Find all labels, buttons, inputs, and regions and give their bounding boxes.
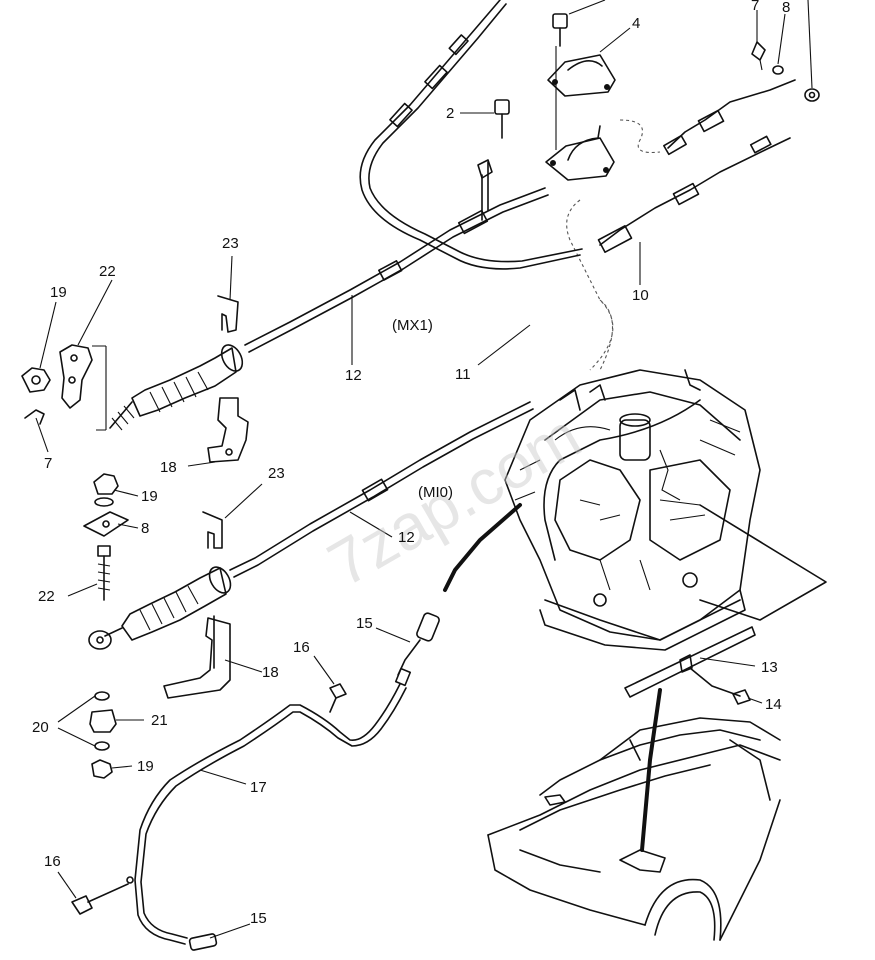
callout-20: 20 — [32, 719, 49, 736]
parking-cable — [71, 612, 440, 951]
shift-lever-assembly — [477, 13, 616, 221]
callout-22-mx1: 22 — [99, 263, 116, 280]
clip-and-washer-hardware — [751, 41, 820, 102]
callout-13: 13 — [761, 659, 778, 676]
leader-lines — [35, 0, 813, 939]
callout-numbers: 2 4 7 8 10 11 12 22 19 23 7 18 19 8 23 1… — [32, 0, 790, 927]
callout-14: 14 — [765, 696, 782, 713]
upper-control-cable — [566, 79, 796, 371]
callout-18-mio: 18 — [262, 664, 279, 681]
callout-7-top: 7 — [751, 0, 759, 14]
loop-cable — [359, 0, 583, 270]
selector-rod — [624, 626, 756, 705]
mx1-shift-cable — [109, 187, 549, 431]
transmission-housing — [504, 369, 761, 651]
variant-label-mio: (MI0) — [418, 484, 453, 501]
callout-17: 17 — [250, 779, 267, 796]
callout-7-mx1: 7 — [44, 455, 52, 472]
callout-11: 11 — [455, 366, 471, 383]
mx1-end-hardware — [21, 344, 107, 431]
callout-10: 10 — [632, 287, 649, 304]
callout-8-mio: 8 — [141, 520, 149, 537]
callout-15-bottom: 15 — [250, 910, 267, 927]
callout-2: 2 — [446, 105, 454, 122]
callout-21: 21 — [151, 712, 168, 729]
callout-4: 4 — [632, 15, 640, 32]
mio-clip — [202, 511, 223, 549]
callout-16-top: 16 — [293, 639, 310, 656]
mio-bracket — [163, 615, 231, 699]
callout-15-top: 15 — [356, 615, 373, 632]
callout-23-mio: 23 — [268, 465, 285, 482]
callout-23-mx1: 23 — [222, 235, 239, 252]
mio-shift-cable — [88, 401, 534, 650]
transmission-cable-runs — [443, 299, 827, 621]
callout-22-mio: 22 — [38, 588, 55, 605]
callout-18-mx1: 18 — [160, 459, 177, 476]
mx1-bracket — [207, 397, 249, 463]
callout-8-top: 8 — [782, 0, 790, 16]
callout-19-mx1: 19 — [50, 284, 67, 301]
callout-19-mio-top: 19 — [141, 488, 158, 505]
mx1-clip — [217, 295, 239, 333]
callout-12-mio: 12 — [398, 529, 415, 546]
vehicle-outline — [487, 688, 781, 941]
callout-16-bottom: 16 — [44, 853, 61, 870]
variant-label-mx1: (MX1) — [392, 317, 433, 334]
callout-12-mx1: 12 — [345, 367, 362, 384]
callout-19-mio-bottom: 19 — [137, 758, 154, 775]
